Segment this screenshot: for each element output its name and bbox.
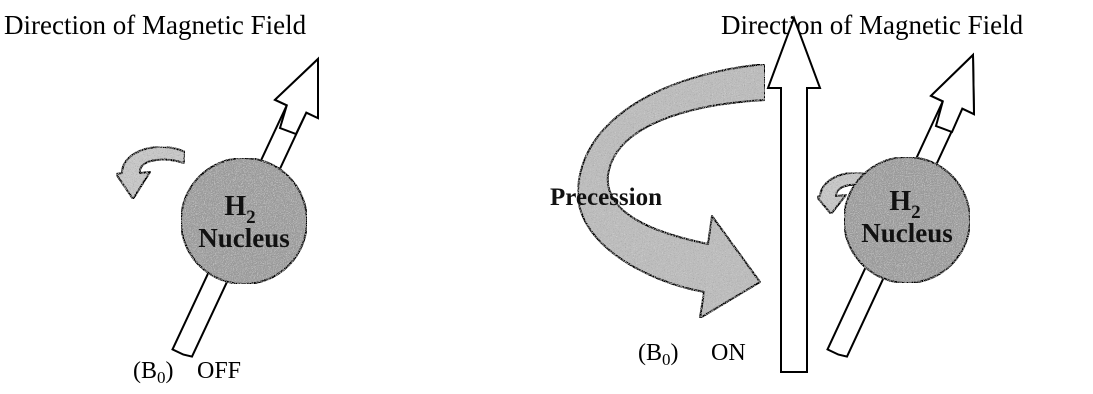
right-spin-axis-arrow-head (929, 52, 976, 134)
left-nucleus (180, 157, 308, 285)
left-title: Direction of Magnetic Field (4, 10, 307, 40)
right-title: Direction of Magnetic Field (721, 10, 1024, 40)
left-state-off: OFF (197, 358, 241, 384)
right-nucleus-label-nucleus: Nucleus (861, 218, 953, 248)
left-nucleus-label-nucleus: Nucleus (198, 223, 290, 253)
right-state-on: ON (711, 340, 746, 366)
precession-label: Precession (550, 184, 662, 211)
right-field-label: (B0) (638, 340, 679, 369)
right-panel: Direction of Magnetic Field Precession H… (550, 10, 1024, 373)
right-nucleus-label-h: H2 (889, 186, 920, 223)
left-field-label: (B0) (133, 358, 174, 387)
left-nucleus-label-h: H2 (224, 191, 255, 228)
left-panel: Direction of Magnetic Field H2 Nucleus (… (4, 10, 319, 387)
left-spin-axis-arrow-head (273, 56, 319, 136)
precession-arrow (576, 63, 766, 319)
b0-field-arrow (766, 15, 822, 373)
left-spin-rotation-arrow (115, 145, 186, 200)
right-nucleus (843, 156, 971, 284)
